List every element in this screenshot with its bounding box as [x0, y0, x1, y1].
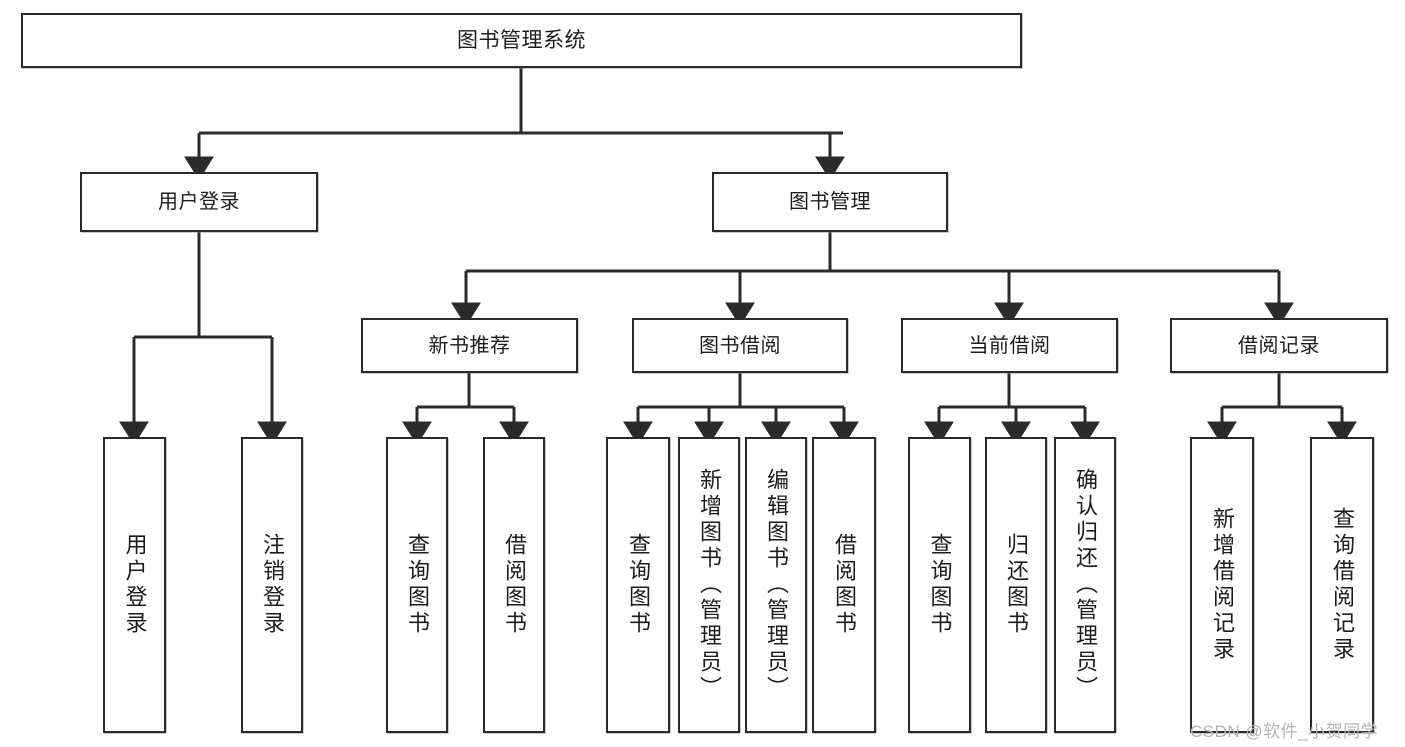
leaf-borrow-book[interactable]: 借阅图书 — [812, 437, 876, 733]
node-borrow-records[interactable]: 借阅记录 — [1170, 318, 1388, 373]
leaf-confirm-return-admin[interactable]: 确认归还（管理员） — [1054, 437, 1116, 733]
leaf-logout-label: 注销登录 — [260, 533, 285, 637]
leaf-return-book[interactable]: 归还图书 — [985, 437, 1047, 733]
connector-group-current-borrow — [924, 373, 1100, 446]
connector-group-new-book — [402, 373, 529, 446]
leaf-add-book-admin[interactable]: 新增图书（管理员） — [678, 437, 740, 733]
node-current-borrow[interactable]: 当前借阅 — [901, 318, 1118, 373]
connector-group-root — [184, 68, 845, 181]
leaf-add-borrow-record-label: 新增借阅记录 — [1210, 507, 1235, 663]
node-new-book-recommend[interactable]: 新书推荐 — [361, 318, 578, 373]
leaf-query-book-borrow-label: 查询图书 — [626, 533, 651, 637]
leaf-user-login-label: 用户登录 — [122, 533, 148, 637]
node-current-borrow-label: 当前借阅 — [968, 334, 1051, 357]
leaf-query-book-new-label: 查询图书 — [405, 533, 430, 637]
leaf-return-book-label: 归还图书 — [1004, 533, 1029, 637]
leaf-borrow-book-new-label: 借阅图书 — [502, 533, 527, 637]
node-user-login-label: 用户登录 — [158, 191, 240, 213]
connector-group-records — [1207, 373, 1357, 446]
node-book-management-label: 图书管理 — [789, 191, 871, 213]
connector-group-user-login — [119, 232, 287, 446]
leaf-add-borrow-record[interactable]: 新增借阅记录 — [1190, 437, 1254, 733]
node-root[interactable]: 图书管理系统 — [21, 13, 1022, 68]
leaf-query-book-borrow[interactable]: 查询图书 — [606, 437, 670, 733]
leaf-query-book-new[interactable]: 查询图书 — [386, 437, 448, 733]
leaf-add-book-admin-label: 新增图书（管理员） — [697, 468, 722, 702]
node-borrow-records-label: 借阅记录 — [1238, 334, 1320, 357]
leaf-edit-book-admin-label: 编辑图书（管理员） — [764, 468, 789, 702]
node-book-borrow[interactable]: 图书借阅 — [632, 318, 848, 373]
leaf-query-book-current[interactable]: 查询图书 — [908, 437, 971, 733]
leaf-edit-book-admin[interactable]: 编辑图书（管理员） — [745, 437, 807, 733]
leaf-query-book-current-label: 查询图书 — [927, 533, 953, 637]
leaf-logout[interactable]: 注销登录 — [241, 437, 303, 733]
leaf-confirm-return-admin-label: 确认归还（管理员） — [1073, 468, 1098, 702]
leaf-query-borrow-record-label: 查询借阅记录 — [1330, 507, 1355, 663]
node-book-borrow-label: 图书借阅 — [699, 334, 781, 357]
node-new-book-recommend-label: 新书推荐 — [428, 334, 511, 357]
connector-group-book-mgmt — [451, 232, 1294, 327]
leaf-user-login[interactable]: 用户登录 — [103, 437, 166, 733]
node-book-management[interactable]: 图书管理 — [712, 172, 948, 232]
leaf-borrow-book-new[interactable]: 借阅图书 — [483, 437, 545, 733]
node-user-login[interactable]: 用户登录 — [80, 172, 318, 232]
leaf-query-borrow-record[interactable]: 查询借阅记录 — [1310, 437, 1374, 733]
leaf-borrow-book-label: 借阅图书 — [832, 533, 857, 637]
node-root-label: 图书管理系统 — [457, 28, 586, 52]
connector-group-borrow — [623, 373, 859, 446]
